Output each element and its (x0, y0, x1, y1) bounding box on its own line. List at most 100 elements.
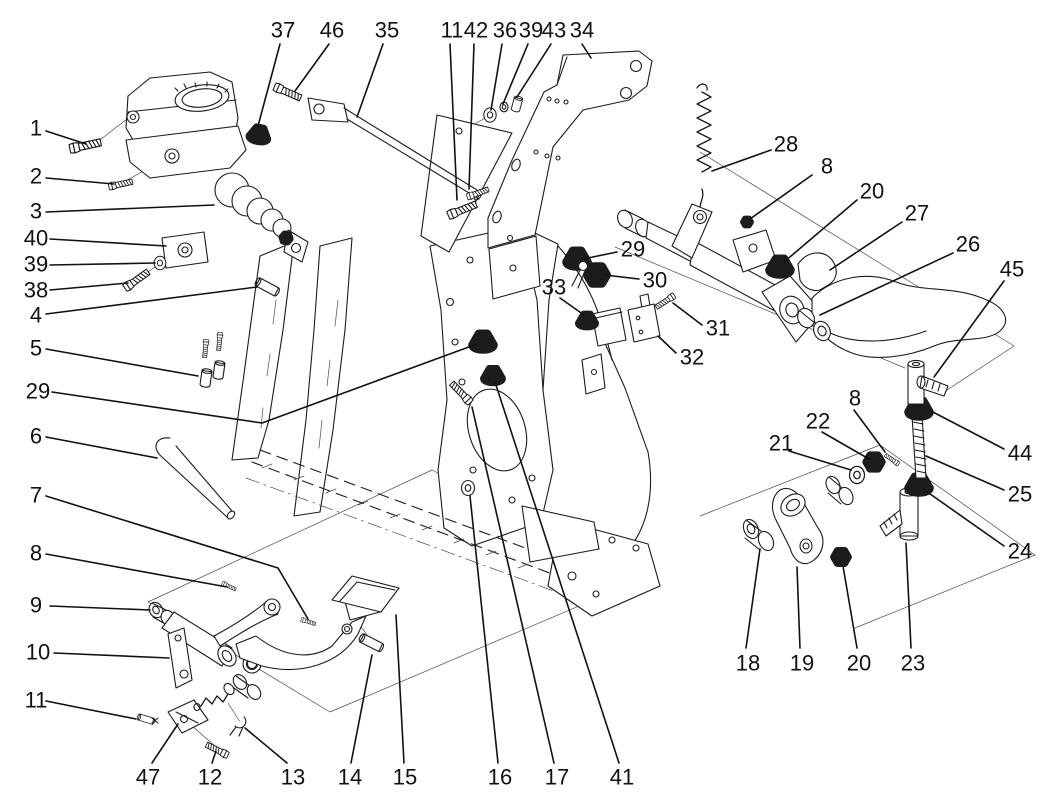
leader-line-40-12 (49, 238, 167, 247)
callout-17-30: 17 (545, 765, 569, 790)
leader-line-2-10 (45, 177, 115, 185)
leader-line-31-48 (672, 302, 703, 326)
bolt-46 (272, 81, 303, 103)
leader-line-29-17 (51, 343, 478, 424)
callout-34-8: 34 (570, 18, 594, 43)
cable-spring (194, 674, 262, 712)
callout-11-3: 11 (441, 18, 464, 43)
bracket-34 (487, 50, 653, 249)
spacer-set-5 (199, 332, 226, 389)
leader-line-21-51 (788, 450, 852, 471)
callout-25-37: 25 (1008, 482, 1032, 507)
washer-39 (153, 255, 167, 271)
callout-46-1: 46 (320, 18, 344, 43)
leader-line-30-46 (604, 274, 640, 280)
bolt-31 (654, 292, 677, 311)
brake-arm (235, 615, 367, 670)
callout-1-9: 1 (30, 116, 42, 141)
callout-39-13: 39 (24, 252, 48, 277)
spacer-21a (825, 475, 854, 506)
callout-43-7: 43 (542, 18, 566, 43)
nut-30 (588, 267, 606, 283)
callout-30-46: 30 (643, 268, 667, 293)
spring-28 (696, 83, 712, 211)
callout-12-25: 12 (198, 765, 222, 790)
callout-26-40: 26 (956, 232, 980, 257)
leader-line-5-16 (45, 348, 199, 377)
callout-32-49: 32 (680, 345, 704, 370)
callout-10-22: 10 (26, 640, 50, 665)
clip-13 (229, 716, 247, 737)
callout-6-18: 6 (30, 424, 42, 449)
leader-line-19-33 (796, 566, 801, 649)
hub-bushing (797, 307, 831, 342)
leader-line-35-2 (356, 43, 384, 118)
callout-39-6: 39 (519, 18, 543, 43)
nut-20b (834, 551, 848, 563)
callout-27-41: 27 (905, 201, 929, 226)
leader-line-39-13 (49, 262, 156, 266)
lever-27 (797, 252, 837, 292)
nut-24 (909, 477, 930, 492)
nut-41 (484, 369, 502, 382)
callout-38-14: 38 (24, 278, 48, 303)
callout-16-29: 16 (488, 765, 512, 790)
callout-31-48: 31 (706, 316, 730, 341)
arm-19 (771, 487, 824, 565)
leader-line-45-39 (933, 280, 1005, 378)
switch-bracket (581, 307, 627, 395)
lever-10 (167, 627, 193, 689)
nut-20a (770, 259, 791, 274)
leader-line-12-25 (211, 750, 217, 764)
callout-23-35: 23 (901, 651, 925, 676)
leader-line-37-0 (257, 43, 281, 127)
rod-6 (155, 437, 236, 520)
leader-line-15-28 (395, 614, 405, 764)
leader-line-32-49 (657, 335, 677, 354)
leader-line-28-44 (711, 149, 772, 172)
screw-8c (883, 452, 901, 467)
leader-line-9-21 (49, 605, 151, 611)
callout-28-44: 28 (774, 132, 798, 157)
leader-line-42-4 (468, 43, 475, 190)
hairpin-33 (571, 260, 589, 289)
nut-33 (579, 314, 596, 326)
callout-2-10: 2 (30, 164, 42, 189)
leader-line-25-37 (925, 455, 1005, 491)
leader-line-13-26 (244, 727, 288, 764)
callout-45-39: 45 (1000, 257, 1024, 282)
pin-14 (357, 632, 386, 654)
callout-15-28: 15 (393, 765, 417, 790)
callout-20-42: 20 (860, 179, 884, 204)
boot-3 (214, 172, 292, 238)
washer-16 (460, 479, 476, 497)
leader-line-1-9 (45, 130, 87, 145)
callout-5-16: 5 (30, 336, 42, 361)
leader-line-34-8 (581, 43, 592, 59)
bushing-18 (742, 518, 775, 552)
leader-line-16-29 (469, 495, 499, 764)
callout-41-31: 41 (610, 765, 634, 790)
leader-line-44-36 (928, 409, 1005, 450)
leader-line-36-5 (490, 43, 503, 111)
leader-line-14-27 (350, 654, 373, 764)
callout-7-19: 7 (30, 483, 42, 508)
callout-47-24: 47 (136, 765, 160, 790)
leader-line-11-23 (45, 700, 137, 720)
leader-line-11-3 (449, 43, 458, 201)
callout-4-15: 4 (30, 303, 42, 328)
leader-line-22-50 (821, 431, 870, 460)
callout-22-50: 22 (806, 409, 830, 434)
leader-line-8-52 (853, 409, 886, 453)
leader-line-43-7 (516, 43, 552, 98)
leader-line-39-6 (502, 43, 529, 105)
reservoir-cap (174, 81, 230, 112)
leader-line-8-43 (749, 174, 813, 220)
callout-29-17: 29 (26, 379, 50, 404)
nut-29c (473, 334, 494, 349)
leader-line-47-24 (151, 723, 179, 764)
pedal-assembly (136, 575, 400, 760)
washer-21 (848, 465, 866, 485)
